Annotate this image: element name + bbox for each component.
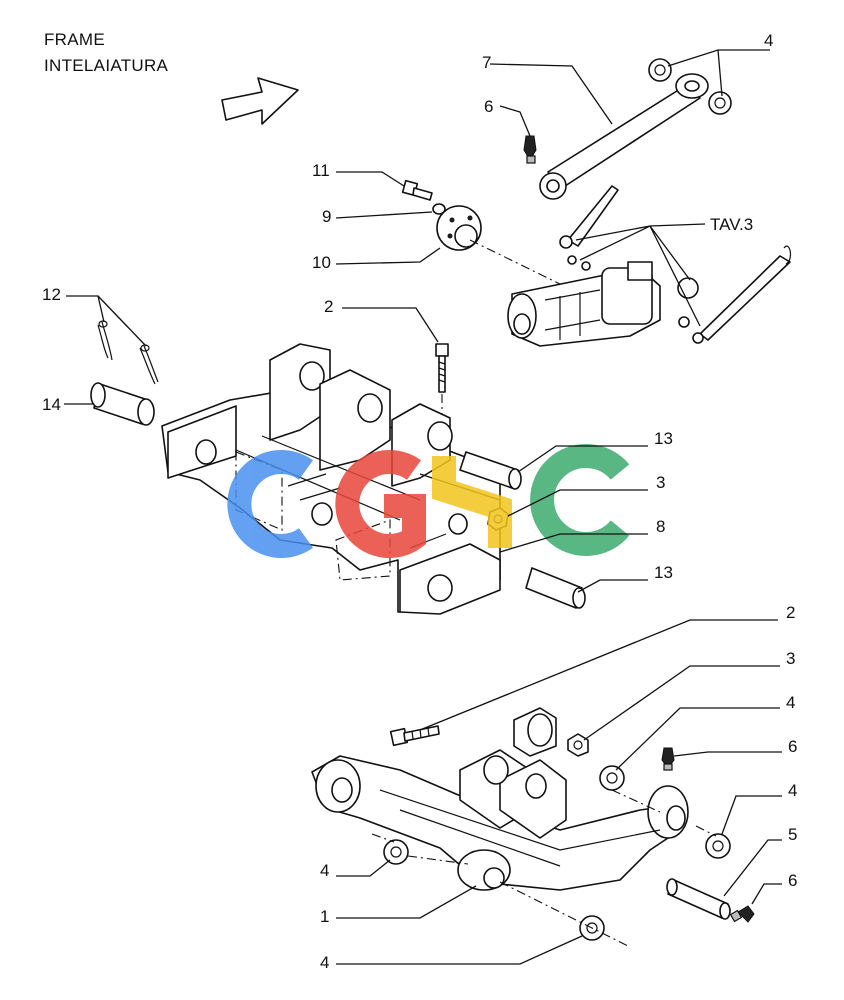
cgsc-watermark-logo xyxy=(227,444,630,558)
callout-7: 7 xyxy=(482,53,491,72)
pivot-pin-part xyxy=(459,451,586,609)
callout-10: 10 xyxy=(312,253,331,272)
cotter-pin-part xyxy=(97,320,159,385)
callout-12: 12 xyxy=(42,285,61,304)
watermark-letter-3 xyxy=(432,456,512,548)
callout-5: 5 xyxy=(788,825,797,844)
bolt-part xyxy=(435,343,449,393)
grease-nipple-part xyxy=(661,747,755,923)
callout-6: 6 xyxy=(484,97,493,116)
callout-8: 8 xyxy=(656,517,665,536)
callout-3: 3 xyxy=(656,473,665,492)
diagram-title: FRAME xyxy=(44,30,105,49)
washer-part xyxy=(432,203,446,215)
actuator-motor-part xyxy=(507,261,699,347)
callout-14: 14 xyxy=(42,395,61,414)
hose-part xyxy=(559,185,792,344)
callout-2: 2 xyxy=(324,297,333,316)
pivot-pin-part xyxy=(90,382,155,426)
callout-4: 4 xyxy=(320,861,329,880)
direction-arrow-icon xyxy=(221,77,299,125)
hub-flange-part xyxy=(436,205,482,251)
callout-6: 6 xyxy=(788,737,797,756)
callout-1: 1 xyxy=(320,907,329,926)
bushing-part xyxy=(383,765,731,941)
watermark-letter-4 xyxy=(530,444,630,556)
main-frame-part xyxy=(161,343,501,615)
callout-3: 3 xyxy=(786,649,795,668)
nut-part xyxy=(567,733,589,757)
callout-4: 4 xyxy=(786,693,795,712)
callout-2: 2 xyxy=(786,603,795,622)
callout-tav3: TAV.3 xyxy=(710,215,753,234)
grease-nipple-part xyxy=(523,135,537,164)
callout-13: 13 xyxy=(654,563,673,582)
callout-9: 9 xyxy=(322,207,331,226)
bushing-part xyxy=(648,58,732,115)
callout-4: 4 xyxy=(764,31,773,50)
callout-4: 4 xyxy=(788,781,797,800)
callout-4: 4 xyxy=(320,953,329,972)
callout-11: 11 xyxy=(312,161,330,180)
rocker-arm-part xyxy=(311,707,689,891)
watermark-letter-1 xyxy=(227,450,314,558)
link-rod-part xyxy=(539,73,709,200)
pivot-pin-part xyxy=(666,878,731,920)
callout-13: 13 xyxy=(654,429,673,448)
diagram-subtitle: INTELAIATURA xyxy=(44,56,169,75)
watermark-letter-2 xyxy=(335,450,426,558)
bolt-part xyxy=(389,725,440,747)
callout-6: 6 xyxy=(788,871,797,890)
screw-part xyxy=(401,179,433,201)
